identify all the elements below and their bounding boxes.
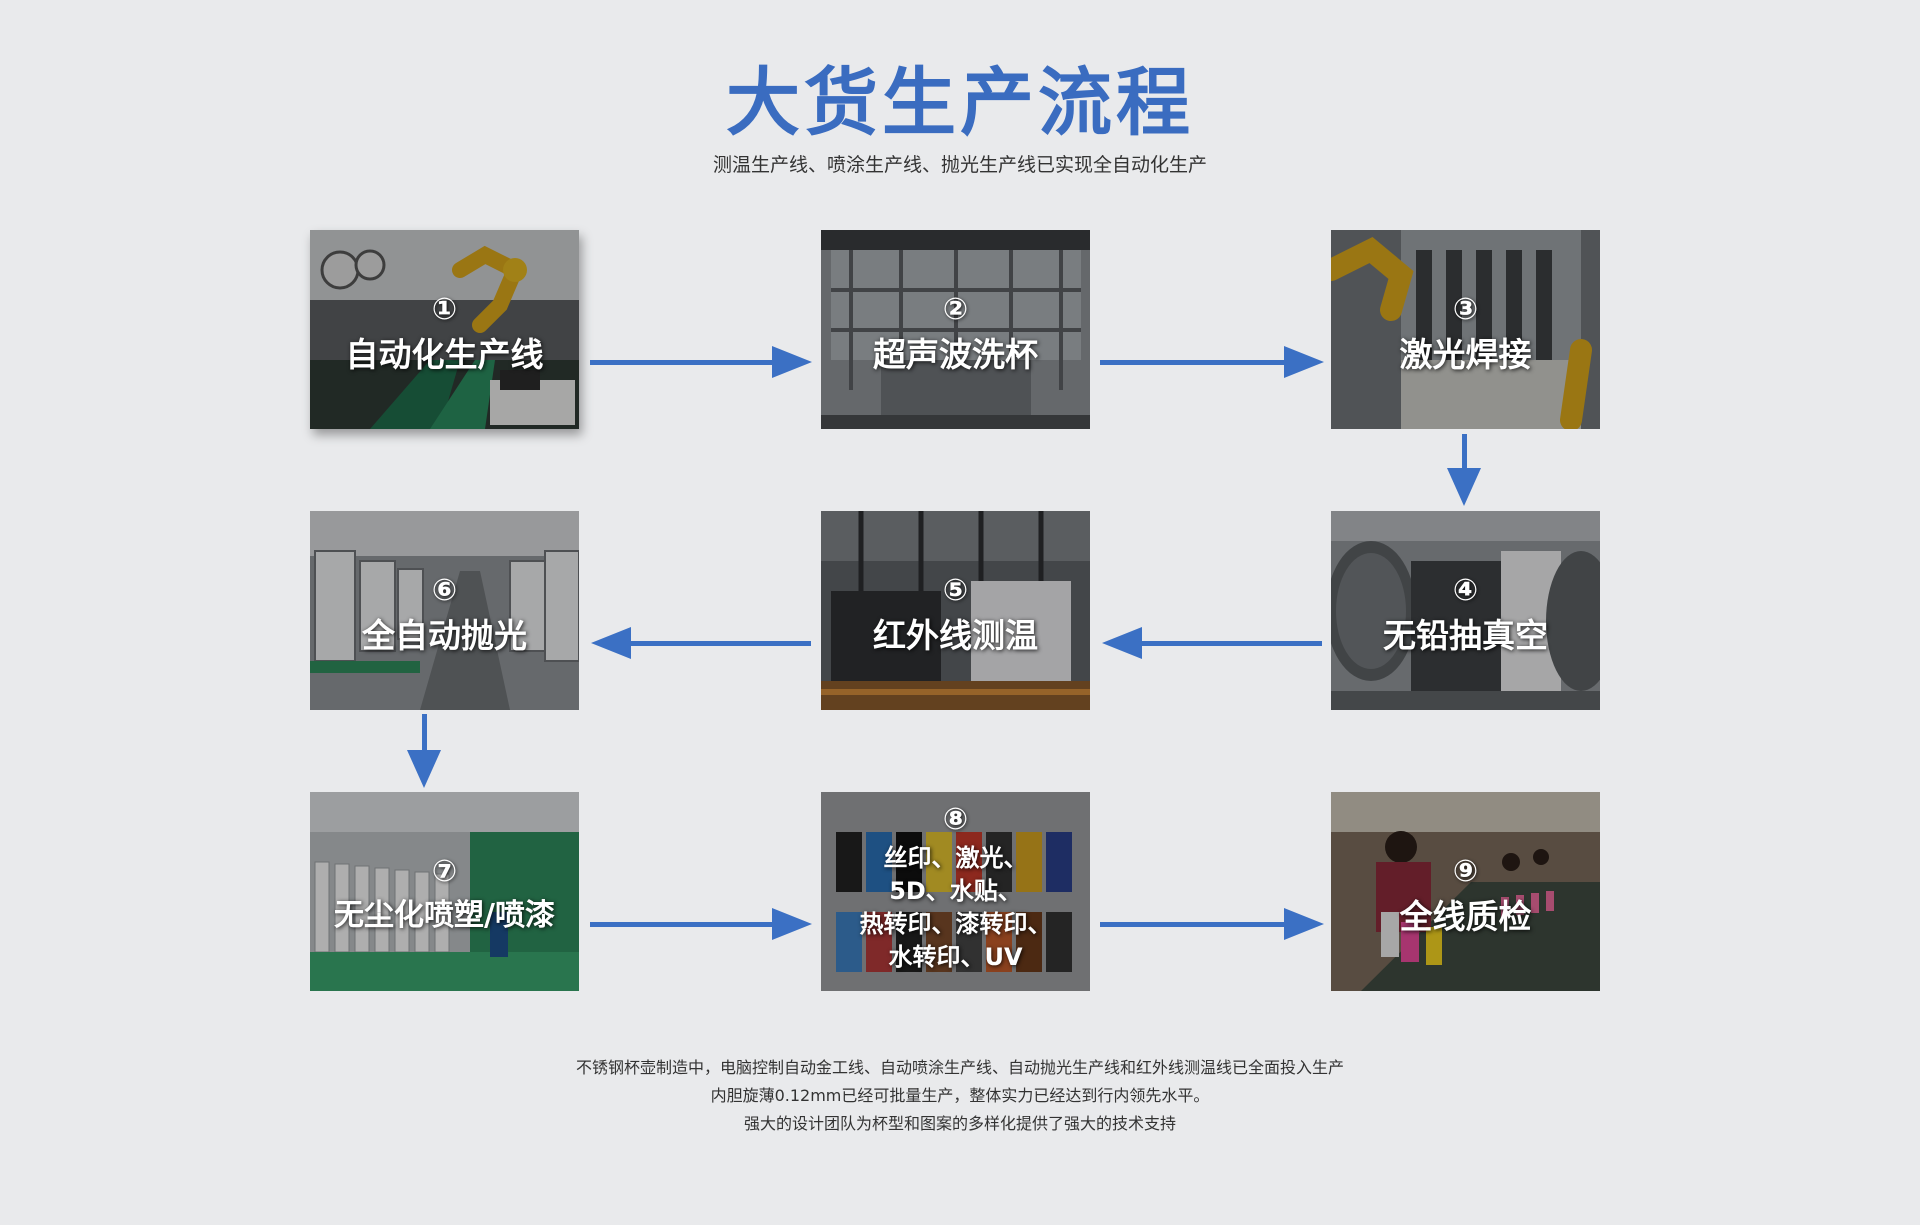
arrow-right-icon [1100,908,1324,940]
arrow-down-icon [1447,434,1481,506]
arrow-left-icon [591,627,811,659]
footer-line: 不锈钢杯壶制造中，电脑控制自动金工线、自动喷涂生产线、自动抛光生产线和红外线测温… [0,1054,1920,1082]
footer-description: 不锈钢杯壶制造中，电脑控制自动金工线、自动喷涂生产线、自动抛光生产线和红外线测温… [0,1054,1920,1138]
footer-line: 强大的设计团队为杯型和图案的多样化提供了强大的技术支持 [0,1110,1920,1138]
arrow-right-icon [1100,346,1324,378]
arrow-left-icon [1102,627,1322,659]
arrow-down-icon [407,714,441,788]
footer-line: 内胆旋薄0.12mm已经可批量生产，整体实力已经达到行内领先水平。 [0,1082,1920,1110]
arrow-right-icon [590,346,812,378]
arrow-right-icon [590,908,812,940]
